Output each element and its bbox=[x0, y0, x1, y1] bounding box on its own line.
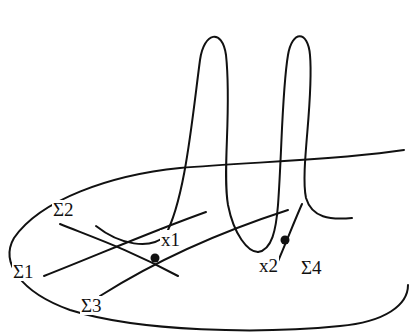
curve-label: Σ3 bbox=[80, 296, 103, 315]
curve-sigma-1 bbox=[44, 212, 206, 276]
point-label: x1 bbox=[160, 230, 181, 249]
handle-left bbox=[96, 37, 258, 252]
curve-label: Σ1 bbox=[12, 262, 35, 281]
curve-sigma-3 bbox=[100, 210, 288, 296]
point-x1 bbox=[151, 254, 160, 263]
point-label: x2 bbox=[258, 256, 279, 275]
surface-outline bbox=[10, 150, 408, 330]
curve-sigma-4 bbox=[276, 204, 302, 266]
curve-label: Σ4 bbox=[300, 258, 323, 277]
handle-right bbox=[258, 36, 352, 252]
point-x2 bbox=[281, 236, 290, 245]
curve-label: Σ2 bbox=[52, 200, 75, 219]
